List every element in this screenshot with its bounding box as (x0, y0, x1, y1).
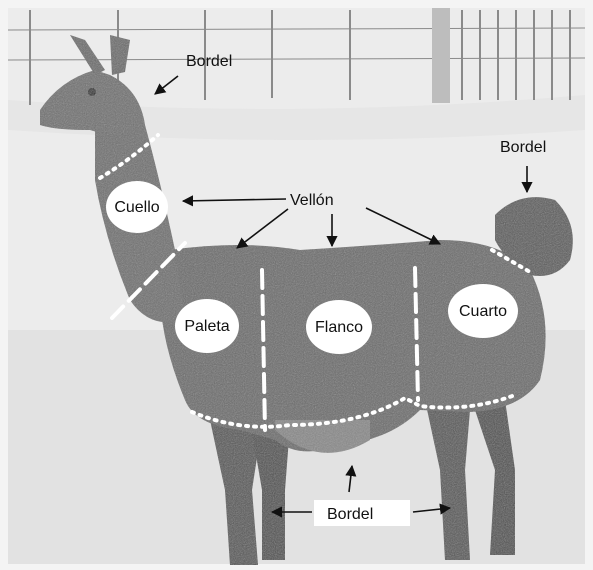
zone-paleta: Paleta (175, 299, 239, 353)
zone-cuarto: Cuarto (448, 284, 518, 338)
zone-cuello-label: Cuello (114, 199, 159, 216)
zone-paleta-label: Paleta (184, 318, 229, 335)
zone-flanco-label: Flanco (315, 319, 363, 336)
zone-flanco: Flanco (306, 300, 372, 354)
label-bordel-head: Bordel (186, 53, 232, 70)
label-bordel-bottom: Bordel (327, 506, 373, 523)
fence-pillar (432, 8, 450, 103)
label-bordel-tail: Bordel (500, 139, 546, 156)
label-vellon: Vellón (290, 192, 334, 209)
zone-cuello: Cuello (106, 181, 168, 233)
zone-cuarto-label: Cuarto (459, 303, 507, 320)
llama-eye (88, 88, 96, 96)
